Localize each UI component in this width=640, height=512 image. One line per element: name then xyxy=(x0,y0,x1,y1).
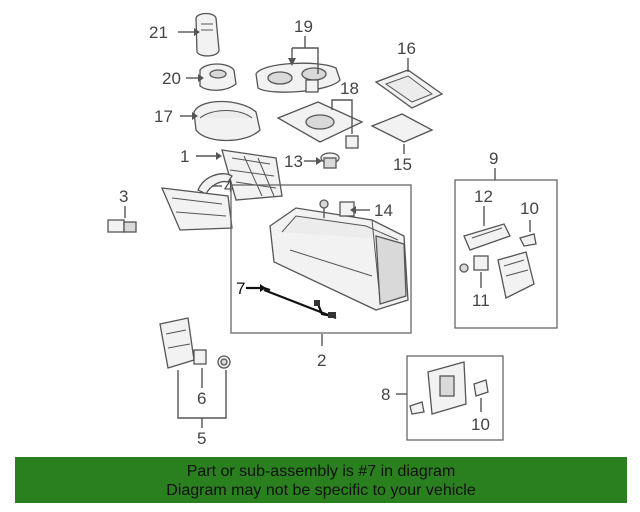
callout-10a: 10 xyxy=(520,199,539,218)
part-16-console-mat[interactable] xyxy=(374,69,444,109)
callout-1: 1 xyxy=(180,147,189,166)
callout-14: 14 xyxy=(374,201,393,220)
callout-12: 12 xyxy=(474,187,493,206)
callout-10b: 10 xyxy=(471,415,490,434)
assembly-box-2 xyxy=(230,184,412,334)
callout-13: 13 xyxy=(284,152,303,171)
part-screw[interactable] xyxy=(319,199,329,218)
part-6-grommet[interactable] xyxy=(217,355,231,369)
part-19-cupholder-bezel[interactable] xyxy=(255,62,341,93)
part-18-cupholder-tray[interactable] xyxy=(276,101,364,149)
part-15-mat-insert[interactable] xyxy=(370,113,434,143)
assembly-box-8 xyxy=(406,355,504,441)
part-21-shift-knob[interactable] xyxy=(195,12,220,57)
callout-15: 15 xyxy=(393,155,412,174)
part-10-clip-b[interactable] xyxy=(473,379,489,397)
banner-line-1: Part or sub-assembly is #7 in diagram xyxy=(186,463,456,480)
assembly-box-9 xyxy=(454,179,558,329)
part-10-clip-a[interactable] xyxy=(519,233,537,247)
callout-19: 19 xyxy=(294,17,313,36)
parts-diagram: 21 20 19 16 18 15 17 xyxy=(107,12,558,448)
part-6-clip[interactable] xyxy=(193,349,207,365)
callout-4: 4 xyxy=(224,177,233,196)
part-8-trim-panel[interactable] xyxy=(427,361,467,415)
banner-line-2: Diagram may not be specific to your vehi… xyxy=(166,482,476,499)
part-2-console-body[interactable] xyxy=(269,207,409,311)
part-17-armrest-lid[interactable] xyxy=(193,100,261,142)
callout-8: 8 xyxy=(381,385,390,404)
callout-9: 9 xyxy=(489,149,498,168)
callout-18: 18 xyxy=(340,79,359,98)
callout-16: 16 xyxy=(397,39,416,58)
part-8-clip[interactable] xyxy=(409,401,425,415)
part-11-switch[interactable] xyxy=(459,255,489,273)
part-4-grab-handle[interactable] xyxy=(197,173,233,195)
callout-3: 3 xyxy=(119,187,128,206)
info-banner: Part or sub-assembly is #7 in diagram Di… xyxy=(15,457,627,503)
callout-21: 21 xyxy=(149,23,168,42)
callout-7: 7 xyxy=(236,279,245,298)
part-12-vent[interactable] xyxy=(463,223,511,251)
part-13-button[interactable] xyxy=(320,152,340,169)
part-3-clip[interactable] xyxy=(107,219,137,233)
callout-5: 5 xyxy=(197,429,206,448)
callout-17: 17 xyxy=(154,107,173,126)
callout-11: 11 xyxy=(472,291,490,310)
part-20-shift-plate[interactable] xyxy=(199,63,237,91)
callout-2: 2 xyxy=(317,351,326,370)
part-5-bracket[interactable] xyxy=(159,317,195,369)
callout-6: 6 xyxy=(197,389,206,408)
part-rear-vent[interactable] xyxy=(497,251,535,299)
part-7-wiring-harness[interactable] xyxy=(263,286,337,320)
callout-20: 20 xyxy=(162,69,181,88)
part-3-lower-panel[interactable] xyxy=(160,187,233,231)
